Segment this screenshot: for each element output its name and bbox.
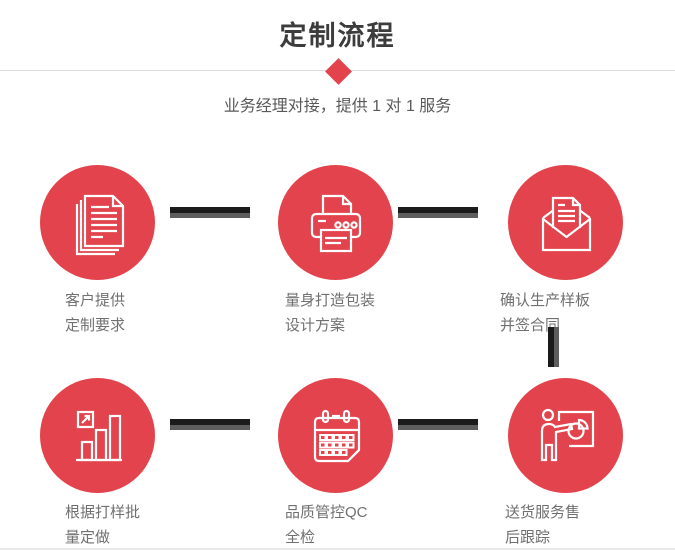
- step-label-line: 根据打样批: [65, 504, 141, 521]
- step-circle-packaging-design: [278, 165, 393, 280]
- connector-step4-step5: [170, 419, 250, 430]
- step-label-line: 送货服务售: [505, 504, 581, 521]
- step-label-line: 全检: [285, 529, 316, 546]
- step-label-quality-control: 品质管控QC 全检: [285, 500, 368, 550]
- step-circle-quality-control: [278, 378, 393, 493]
- step-label-delivery-tracking: 送货服务售 后跟踪: [505, 500, 580, 550]
- step-label-packaging-design: 量身打造包装 设计方案: [285, 288, 375, 338]
- step-label-line: 后跟踪: [505, 529, 551, 546]
- bar-chart-icon: [75, 410, 122, 461]
- connector-step5-step6: [398, 419, 478, 430]
- section-bottom-divider: [0, 548, 675, 550]
- printer-icon: [310, 194, 361, 252]
- envelope-icon: [541, 196, 591, 251]
- step-label-line: 量定做: [65, 529, 111, 546]
- connector-step1-step2: [170, 207, 250, 218]
- step-label-line: 确认生产样板: [500, 292, 591, 309]
- connector-step2-step3: [398, 207, 478, 218]
- step-circle-customer-requirements: [40, 165, 155, 280]
- step-circle-delivery-tracking: [508, 378, 623, 493]
- step-circle-batch-production: [40, 378, 155, 493]
- step-label-line: 定制要求: [65, 317, 126, 334]
- step-label-line: 客户提供: [65, 292, 126, 309]
- calendar-icon: [313, 409, 360, 462]
- step-label-line: 量身打造包装: [285, 292, 376, 309]
- step-label-line: 并签合同: [500, 317, 561, 334]
- diamond-icon: [325, 58, 352, 85]
- step-label-line: 品质管控QC: [285, 504, 368, 521]
- presenter-icon: [540, 408, 594, 461]
- section-subtitle: 业务经理对接，提供 1 对 1 服务: [223, 98, 452, 115]
- step-label-batch-production: 根据打样批 量定做: [65, 500, 140, 550]
- step-label-customer-requirements: 客户提供 定制要求: [65, 288, 125, 338]
- step-circle-sample-contract: [508, 165, 623, 280]
- step-label-line: 设计方案: [285, 317, 346, 334]
- documents-icon: [75, 194, 124, 255]
- connector-step3-step6: [548, 327, 559, 367]
- section-title: 定制流程: [279, 21, 396, 51]
- step-label-sample-contract: 确认生产样板 并签合同: [500, 288, 590, 338]
